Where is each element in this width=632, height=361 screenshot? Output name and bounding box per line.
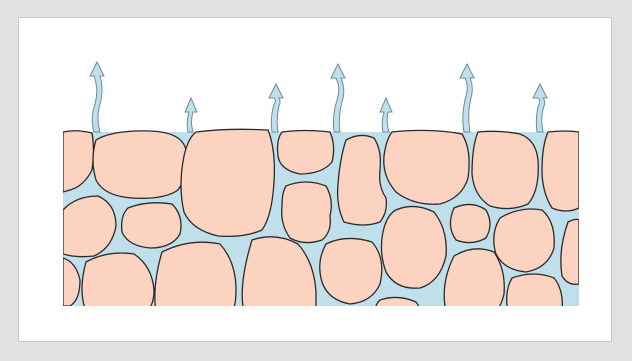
wavy-up-arrow-icon [380, 98, 392, 132]
cell [282, 182, 332, 243]
cell [320, 238, 382, 304]
wavy-up-arrow-icon [331, 64, 345, 132]
cell [384, 130, 469, 204]
wavy-up-arrow-icon [185, 98, 197, 132]
cell [494, 209, 555, 272]
cell [472, 131, 538, 208]
cell [82, 253, 154, 312]
wavy-up-arrow-icon [460, 64, 474, 132]
cell [444, 249, 504, 312]
wavy-up-arrow-icon [533, 84, 547, 132]
arrow-group [90, 62, 547, 132]
wavy-up-arrow-icon [269, 84, 283, 132]
cell [155, 242, 236, 312]
cell [278, 131, 334, 175]
cell [93, 131, 186, 198]
cell [122, 203, 181, 248]
cell [181, 129, 274, 236]
cell [381, 206, 446, 288]
cell [507, 274, 563, 312]
cell [338, 135, 387, 225]
wavy-up-arrow-icon [90, 62, 104, 132]
cell [450, 204, 490, 242]
cell [542, 131, 579, 211]
